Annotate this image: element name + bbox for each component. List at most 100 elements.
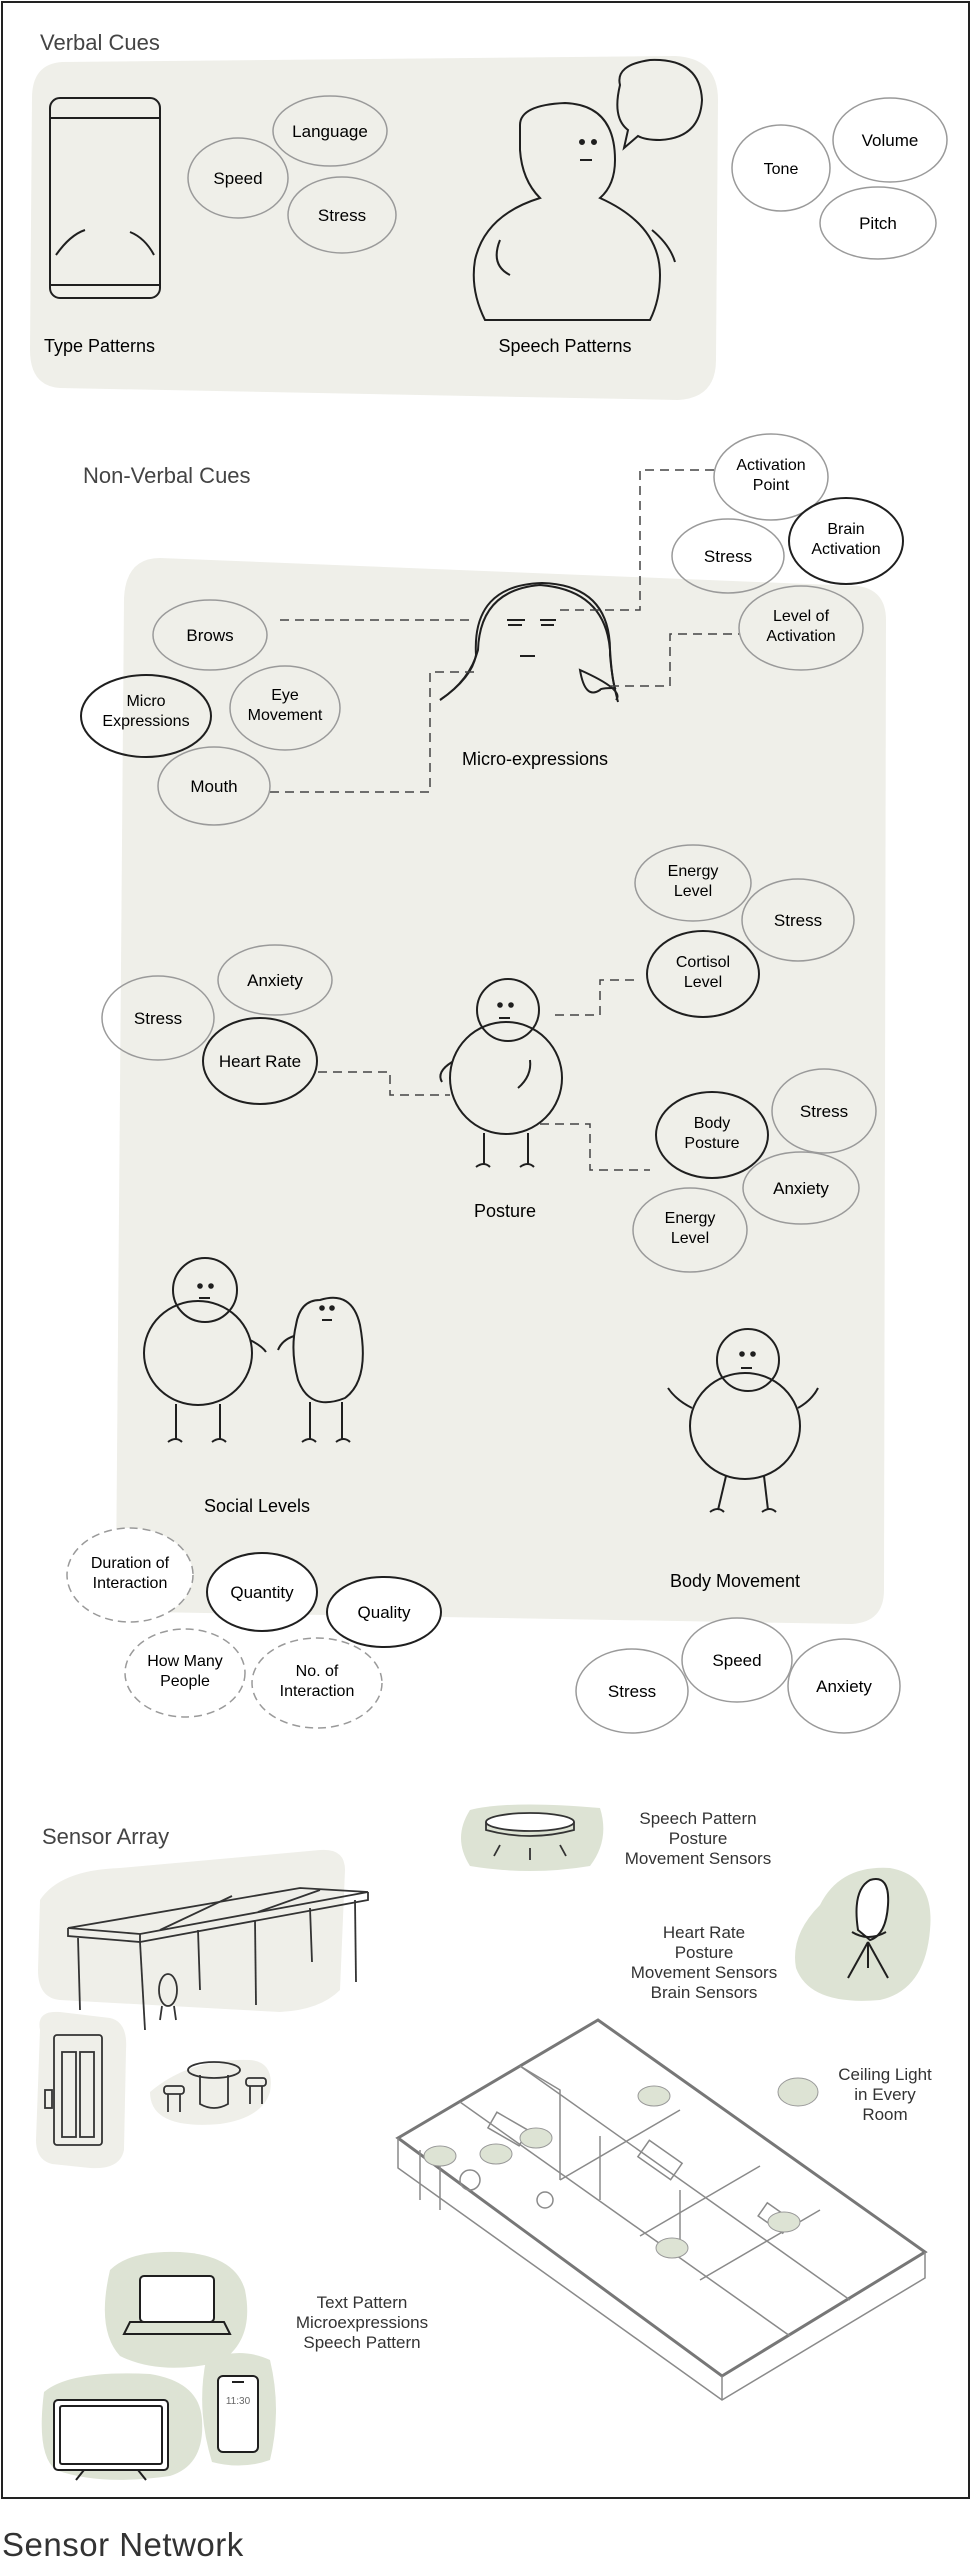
- laptop-icon: [122, 2275, 232, 2335]
- svg-text:Pitch: Pitch: [859, 214, 897, 233]
- movement-anxiety-bubble: Anxiety: [787, 1638, 901, 1734]
- svg-text:People: People: [160, 1673, 210, 1690]
- table-backdrop: [38, 1849, 345, 2012]
- ceiling-sensor-icon: [485, 1812, 575, 1860]
- svg-text:Level: Level: [671, 1230, 709, 1247]
- verbal-panel: [30, 56, 718, 400]
- movement-stress-bubble: Stress: [575, 1648, 689, 1734]
- type-patterns-label: Type Patterns: [44, 336, 155, 356]
- svg-text:Tone: Tone: [764, 161, 799, 178]
- volume-bubble: Volume: [832, 97, 948, 183]
- brows-bubble: Brows: [152, 599, 268, 671]
- svg-text:Speech Pattern: Speech Pattern: [639, 1809, 756, 1828]
- tone-bubble: Tone: [731, 124, 831, 212]
- smartphone-icon: [217, 2375, 259, 2453]
- svg-text:Text Pattern: Text Pattern: [317, 2293, 408, 2312]
- no-of-interaction-bubble: No. of Interaction: [251, 1637, 383, 1729]
- svg-text:Stress: Stress: [318, 206, 366, 225]
- svg-text:Expressions: Expressions: [102, 713, 189, 730]
- svg-text:Level: Level: [674, 883, 712, 900]
- posture-stress-top-bubble: Stress: [741, 878, 855, 962]
- non-verbal-panel: [116, 558, 886, 1624]
- svg-text:Language: Language: [292, 122, 368, 141]
- svg-text:Eye: Eye: [271, 687, 299, 704]
- mouth-bubble: Mouth: [157, 746, 271, 826]
- cafe-table-icon: [163, 2061, 267, 2112]
- body-movement-figure-icon: [667, 1328, 819, 1513]
- phone-outline-icon: [49, 97, 161, 299]
- micro-stress-bubble: Stress: [671, 518, 785, 594]
- speech-patterns-label: Speech Patterns: [498, 336, 631, 356]
- svg-text:Interaction: Interaction: [93, 1575, 168, 1592]
- svg-text:Room: Room: [862, 2105, 907, 2124]
- svg-text:Brain: Brain: [827, 521, 864, 538]
- svg-text:Interaction: Interaction: [280, 1683, 355, 1700]
- posture-anxiety-right-bubble: Anxiety: [742, 1151, 860, 1225]
- social-figures-icon: [143, 1257, 364, 1443]
- chair-icon: [847, 1878, 890, 1979]
- svg-text:No. of: No. of: [296, 1663, 339, 1680]
- svg-text:Anxiety: Anxiety: [816, 1677, 872, 1696]
- posture-connectors: [318, 979, 650, 1171]
- svg-text:Heart Rate: Heart Rate: [219, 1052, 301, 1071]
- ceiling-light-legend-icon: [777, 2077, 819, 2107]
- posture-stress-bubble: Stress: [101, 975, 215, 1061]
- svg-text:Posture: Posture: [675, 1943, 734, 1962]
- posture-figure-icon: [439, 978, 563, 1168]
- micro-expression-face-icon: [439, 581, 619, 703]
- svg-text:Speed: Speed: [213, 169, 262, 188]
- svg-text:Stress: Stress: [774, 911, 822, 930]
- svg-text:Brain Sensors: Brain Sensors: [651, 1983, 758, 2002]
- svg-text:How Many: How Many: [147, 1653, 223, 1670]
- svg-text:Heart Rate: Heart Rate: [663, 1923, 745, 1942]
- svg-text:Activation: Activation: [766, 628, 835, 645]
- fridge-backdrop: [36, 2011, 127, 2169]
- svg-text:Speed: Speed: [712, 1651, 761, 1670]
- micro-expressions-title: Micro-expressions: [462, 749, 608, 769]
- svg-text:Energy: Energy: [665, 1210, 716, 1227]
- social-levels-title: Social Levels: [204, 1496, 310, 1516]
- speed-bubble: Speed: [187, 137, 289, 219]
- text-pattern-label: Text Pattern Microexpressions Speech Pat…: [296, 2293, 428, 2352]
- quantity-bubble: Quantity: [206, 1552, 318, 1632]
- svg-text:Quantity: Quantity: [230, 1583, 294, 1602]
- pitch-bubble: Pitch: [819, 186, 937, 260]
- svg-text:Movement Sensors: Movement Sensors: [625, 1849, 771, 1868]
- svg-text:Posture: Posture: [669, 1829, 728, 1848]
- movement-speed-bubble: Speed: [681, 1617, 793, 1703]
- floor-plan-lights: [423, 2085, 801, 2259]
- monitor-icon: [53, 2399, 169, 2481]
- svg-text:Movement: Movement: [248, 707, 323, 724]
- svg-text:Volume: Volume: [862, 131, 919, 150]
- footer-title: Sensor Network: [2, 2526, 244, 2563]
- heart-rate-bubble: Heart Rate: [202, 1017, 318, 1105]
- posture-stress-right-bubble: Stress: [771, 1068, 877, 1154]
- sensor-array-heading: Sensor Array: [42, 1824, 169, 1849]
- svg-text:Stress: Stress: [134, 1009, 182, 1028]
- svg-text:in Every: in Every: [854, 2085, 916, 2104]
- quality-bubble: Quality: [326, 1576, 442, 1648]
- svg-text:Mouth: Mouth: [190, 777, 237, 796]
- speech-pattern-sensors-label: Speech Pattern Posture Movement Sensors: [625, 1809, 771, 1868]
- svg-text:Body: Body: [694, 1115, 730, 1132]
- svg-text:Stress: Stress: [608, 1682, 656, 1701]
- svg-text:Ceiling Light: Ceiling Light: [838, 2065, 932, 2084]
- heart-rate-sensors-label: Heart Rate Posture Movement Sensors Brai…: [631, 1923, 777, 2002]
- svg-text:Quality: Quality: [358, 1603, 411, 1622]
- speaking-figure-icon: [472, 58, 704, 321]
- svg-text:Movement Sensors: Movement Sensors: [631, 1963, 777, 1982]
- svg-text:Stress: Stress: [800, 1102, 848, 1121]
- svg-text:Posture: Posture: [684, 1135, 739, 1152]
- svg-text:Anxiety: Anxiety: [773, 1179, 829, 1198]
- svg-text:Microexpressions: Microexpressions: [296, 2313, 428, 2332]
